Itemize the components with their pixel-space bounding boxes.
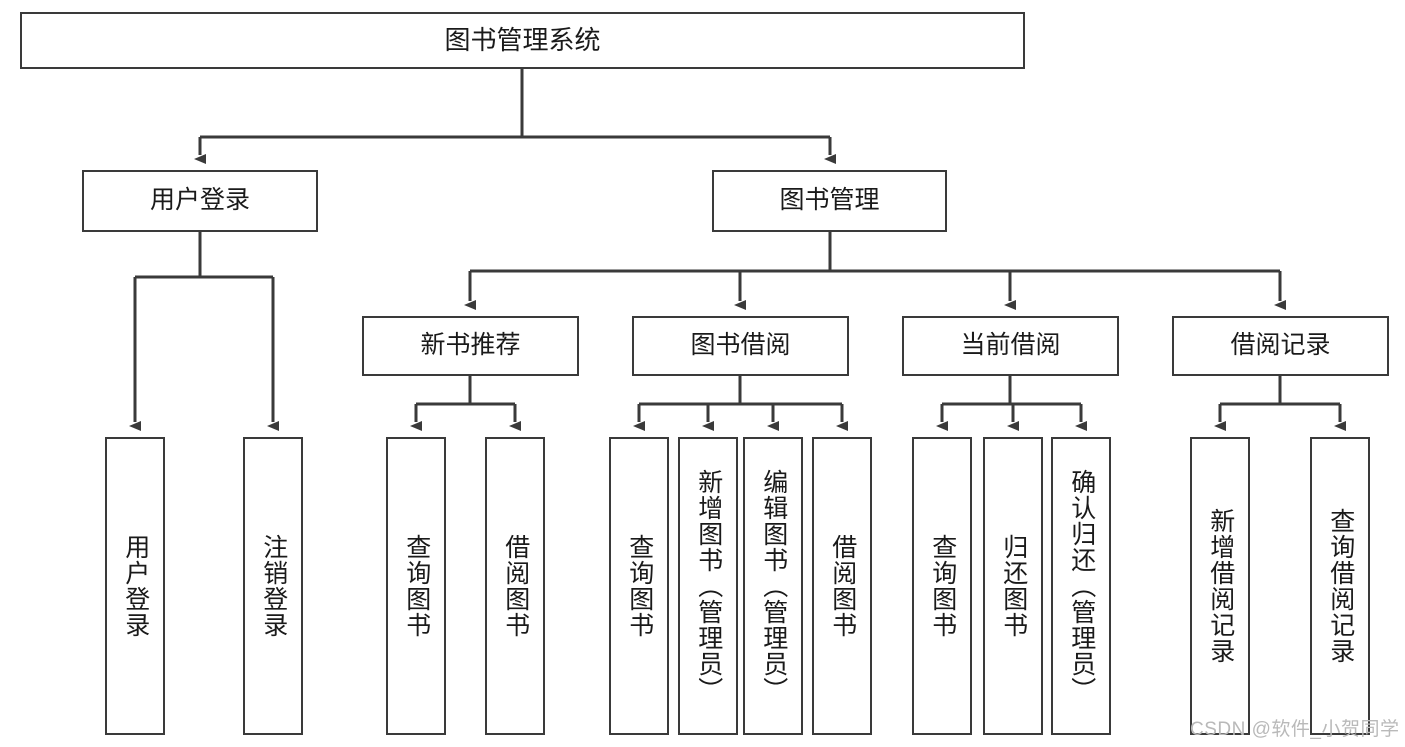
node-leaf-br-query-record[interactable]: 查询借阅记录 <box>1310 437 1370 735</box>
node-leaf-cb-query-book[interactable]: 查询图书 <box>912 437 972 735</box>
node-leaf-bb-borrow-book-label: 借阅图书 <box>828 534 857 638</box>
node-root[interactable]: 图书管理系统 <box>20 12 1025 69</box>
node-book-manage[interactable]: 图书管理 <box>712 170 947 232</box>
node-leaf-bb-add-book-label: 新增图书（管理员） <box>694 469 723 703</box>
node-book-manage-label: 图书管理 <box>779 186 880 215</box>
node-leaf-cb-query-book-label: 查询图书 <box>928 534 957 638</box>
node-leaf-logout[interactable]: 注销登录 <box>243 437 303 735</box>
node-leaf-nbr-borrow-book[interactable]: 借阅图书 <box>485 437 545 735</box>
node-book-borrow[interactable]: 图书借阅 <box>632 316 849 376</box>
node-book-borrow-label: 图书借阅 <box>690 331 791 360</box>
node-current-borrow-label: 当前借阅 <box>960 331 1061 360</box>
node-borrow-record[interactable]: 借阅记录 <box>1172 316 1389 376</box>
node-leaf-bb-query-book-label: 查询图书 <box>625 534 654 638</box>
node-leaf-cb-confirm-return-label: 确认归还（管理员） <box>1067 469 1096 703</box>
node-leaf-nbr-query-book[interactable]: 查询图书 <box>386 437 446 735</box>
node-leaf-user-login-label: 用户登录 <box>121 534 150 638</box>
node-current-borrow[interactable]: 当前借阅 <box>902 316 1119 376</box>
node-new-book-recommend-label: 新书推荐 <box>420 331 521 360</box>
node-leaf-cb-return-book-label: 归还图书 <box>999 534 1028 638</box>
node-leaf-bb-edit-book-label: 编辑图书（管理员） <box>759 469 788 703</box>
node-leaf-logout-label: 注销登录 <box>259 534 288 638</box>
node-leaf-br-add-record[interactable]: 新增借阅记录 <box>1190 437 1250 735</box>
node-leaf-cb-return-book[interactable]: 归还图书 <box>983 437 1043 735</box>
node-user-login-label: 用户登录 <box>149 186 250 215</box>
node-leaf-bb-query-book[interactable]: 查询图书 <box>609 437 669 735</box>
node-leaf-br-query-record-label: 查询借阅记录 <box>1326 508 1355 664</box>
node-borrow-record-label: 借阅记录 <box>1230 331 1331 360</box>
node-leaf-user-login[interactable]: 用户登录 <box>105 437 165 735</box>
node-new-book-recommend[interactable]: 新书推荐 <box>362 316 579 376</box>
node-leaf-cb-confirm-return[interactable]: 确认归还（管理员） <box>1051 437 1111 735</box>
node-leaf-nbr-query-book-label: 查询图书 <box>402 534 431 638</box>
node-leaf-bb-edit-book[interactable]: 编辑图书（管理员） <box>743 437 803 735</box>
node-leaf-nbr-borrow-book-label: 借阅图书 <box>501 534 530 638</box>
node-leaf-bb-add-book[interactable]: 新增图书（管理员） <box>678 437 738 735</box>
node-user-login[interactable]: 用户登录 <box>82 170 318 232</box>
node-leaf-br-add-record-label: 新增借阅记录 <box>1206 508 1235 664</box>
node-leaf-bb-borrow-book[interactable]: 借阅图书 <box>812 437 872 735</box>
node-root-label: 图书管理系统 <box>444 25 601 56</box>
